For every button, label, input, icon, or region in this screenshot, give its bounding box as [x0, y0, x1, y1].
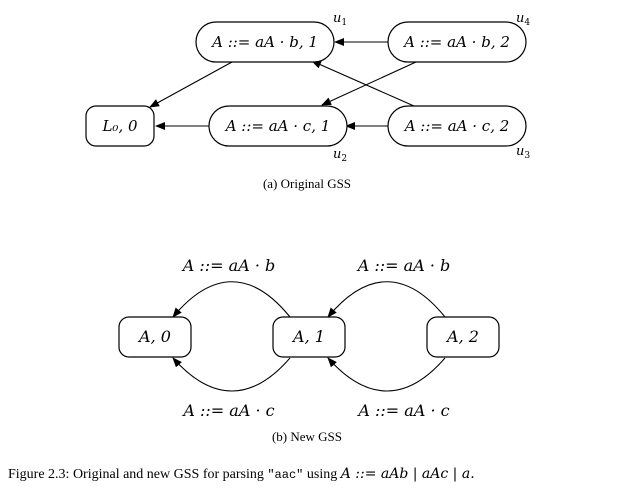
node-u1-label: A ::= aA · b, 1 — [210, 33, 318, 51]
new-gss-edges — [172, 281, 446, 392]
edge-label-c-right: A ::= aA · c — [356, 401, 449, 420]
node-u1: A ::= aA · b, 1 — [195, 21, 335, 63]
id-u3: u3 — [516, 144, 530, 161]
edge-a1-a0-c — [172, 357, 291, 392]
node-u2-label: A ::= aA · c, 1 — [224, 117, 331, 135]
edge-label-c-left: A ::= aA · c — [181, 401, 274, 420]
edge-u3-u1 — [311, 60, 415, 107]
edge-label-b-left: A ::= aA · b — [181, 256, 276, 275]
id-u4: u4 — [516, 11, 530, 28]
node-a1-label: A, 1 — [291, 327, 325, 346]
edge-a2-a1-c — [327, 357, 446, 392]
edge-u1-l0 — [149, 61, 233, 108]
edge-label-b-right: A ::= aA · b — [356, 256, 451, 275]
node-a0-label: A, 0 — [137, 327, 171, 346]
node-a0: A, 0 — [118, 316, 192, 358]
id-u2: u2 — [333, 147, 347, 164]
caption-new-gss: (b) New GSS — [272, 429, 342, 444]
node-u4: A ::= aA · b, 2 — [387, 21, 527, 63]
node-u3: A ::= aA · c, 2 — [387, 105, 527, 147]
node-l0: L₀, 0 — [85, 105, 155, 147]
id-u1: u1 — [333, 11, 347, 28]
original-gss-edges — [149, 38, 417, 130]
node-u2: A ::= aA · c, 1 — [208, 105, 348, 147]
caption-original-gss: (a) Original GSS — [263, 176, 351, 191]
node-a2-label: A, 2 — [445, 327, 479, 346]
node-u3-label: A ::= aA · c, 2 — [403, 117, 510, 135]
edge-a1-a0-b — [172, 281, 291, 318]
edge-u4-u2 — [321, 61, 417, 106]
edge-a2-a1-b — [327, 281, 446, 318]
node-a2: A, 2 — [426, 316, 500, 358]
node-a1: A, 1 — [272, 316, 346, 358]
node-u4-label: A ::= aA · b, 2 — [402, 33, 510, 51]
figure-caption: Figure 2.3: Original and new GSS for par… — [8, 466, 475, 482]
node-l0-label: L₀, 0 — [101, 117, 138, 135]
